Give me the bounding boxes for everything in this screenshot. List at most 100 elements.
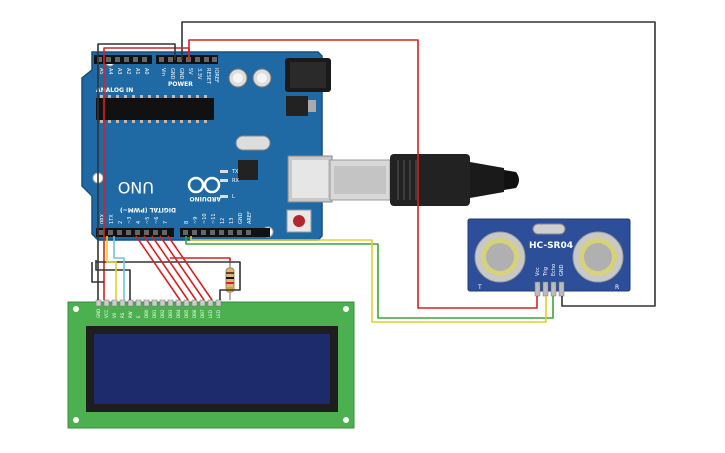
wire-gnd-sensor[interactable] — [181, 21, 656, 307]
lcd-pin-label: DB2 — [160, 309, 165, 318]
power-pin-label: RESET — [205, 68, 211, 85]
digital-pin-label: 8 — [184, 221, 190, 224]
sensor-pin[interactable] — [558, 281, 565, 297]
digital-pin-label: ~5 — [145, 217, 151, 224]
sensor-crystal — [532, 223, 566, 235]
lcd-pin-label: DB1 — [152, 309, 157, 318]
lcd-pin-label: RS — [120, 312, 125, 318]
l-led — [220, 195, 228, 198]
power-pin-label: 5V — [187, 68, 193, 75]
lcd-pin-label: LED — [216, 310, 221, 318]
digital-pin-label: ~11 — [211, 213, 217, 224]
analog-in-label: ANALOG IN — [96, 87, 133, 94]
wire-echo[interactable] — [185, 236, 554, 319]
digital-pin-label: 4 — [136, 221, 142, 224]
lcd-pin-label: LED — [208, 310, 213, 318]
rx-led — [220, 179, 228, 182]
resistor[interactable] — [225, 262, 235, 300]
uno-label: UNO — [118, 178, 154, 197]
sensor-pin-label: Vcc — [535, 267, 541, 276]
wire-gnd-lcd[interactable] — [97, 43, 176, 300]
l-label: L — [232, 194, 235, 200]
digital-pwm-label: DIGITAL (PWM~) — [120, 206, 176, 213]
tx-led — [220, 170, 228, 173]
sensor-pin[interactable] — [534, 281, 541, 297]
power-pin-label: 3.3V — [196, 68, 202, 80]
sensor-pin-label: Echo — [551, 264, 557, 276]
hc-sr04-sensor[interactable]: HC-SR04 T R Vcc Trig Echo GND — [467, 218, 631, 297]
lcd-pin-label: V0 — [112, 312, 117, 318]
wire-gnd-lcd-led[interactable] — [96, 261, 241, 300]
power-pin-label: IOREF — [213, 68, 219, 83]
wire-lcd-rs[interactable] — [113, 236, 125, 300]
wire-trig[interactable] — [190, 236, 547, 323]
arduino-logo: ARDUINO — [187, 176, 221, 202]
lcd-pin-label: DB3 — [168, 309, 173, 318]
usb-cable[interactable] — [329, 154, 519, 206]
lcd-pin-label: GND — [96, 309, 101, 318]
voltage-regulator — [286, 96, 308, 116]
wires — [91, 21, 656, 323]
lcd-pin-label: RW — [128, 311, 133, 318]
power-label: POWER — [168, 81, 193, 88]
digital-header-right — [180, 228, 270, 237]
lcd-pin-label: DB4 — [176, 309, 181, 318]
digital-pin-label: ~6 — [154, 217, 160, 224]
analog-header — [94, 55, 152, 64]
sensor-r-label: R — [615, 284, 619, 291]
sensor-pin[interactable] — [542, 281, 549, 297]
wire-black-loop[interactable] — [91, 262, 104, 283]
power-pin-label: Vin — [160, 68, 166, 76]
lcd-pin-label: DB5 — [184, 309, 189, 318]
digital-pin-label: 13 — [229, 218, 235, 224]
power-pin-label: GND — [178, 68, 184, 80]
wire-5v-sensor[interactable] — [188, 39, 538, 309]
digital-pin-label: ~9 — [193, 217, 199, 224]
wire-lcd-db5[interactable] — [143, 235, 189, 301]
usb-chip — [238, 160, 258, 180]
lcd-pin-label: DB6 — [192, 309, 197, 318]
digital-pin-label: 12 — [220, 218, 226, 224]
digital-pin-label: 2 — [118, 221, 124, 224]
analog-pin-label: A1 — [134, 68, 140, 75]
svg-text:ARDUINO: ARDUINO — [190, 195, 221, 202]
analog-pin-label: A5 — [98, 68, 104, 75]
crystal-oscillator — [235, 135, 271, 151]
wire-5v-lcd[interactable] — [103, 47, 190, 300]
sensor-t-label: T — [477, 284, 482, 291]
digital-pin-label: GND — [238, 212, 244, 224]
wire-lcd-db6[interactable] — [151, 235, 197, 301]
analog-pin-label: A3 — [116, 68, 122, 75]
usb-cable-end — [504, 170, 519, 190]
digital-pin-label: AREF — [247, 211, 253, 224]
power-pin-label: GND — [169, 68, 175, 80]
arduino-uno-board[interactable]: A5 A4 A3 A2 A1 A0 Vin GND GND 5V 3.3V RE… — [81, 51, 333, 241]
wire-lcd-db4[interactable] — [135, 235, 181, 301]
wire-gnd-lcd-rw[interactable] — [95, 260, 131, 300]
wire-resistor[interactable] — [170, 257, 231, 262]
digital-pin-label: 1TX — [109, 214, 115, 224]
sensor-pin[interactable] — [550, 281, 557, 297]
digital-pin-label: ~10 — [202, 213, 208, 224]
wire-lcd-e[interactable] — [106, 236, 117, 300]
usb-cable-strain-relief — [470, 162, 504, 198]
sensor-pin-label: Trig — [543, 267, 549, 277]
lcd-pin-label: VCC — [104, 309, 109, 318]
digital-pin-label: 0RX — [100, 213, 106, 224]
lcd-screen — [94, 334, 330, 404]
digital-pin-label: 7 — [163, 221, 169, 224]
lcd-pin-label: DB0 — [144, 309, 149, 318]
wire-lcd-db7[interactable] — [159, 235, 205, 301]
analog-pin-label: A0 — [143, 68, 149, 75]
usb-plug-body — [390, 154, 470, 206]
wire-lcd-led[interactable] — [167, 235, 213, 301]
sensor-model-label: HC-SR04 — [529, 241, 573, 251]
sensor-pin-label: GND — [559, 264, 565, 276]
rx-label: RX — [232, 178, 239, 184]
atmega-chip — [96, 98, 214, 120]
lcd-16x2-display[interactable]: GND VCC V0 RS RW E DB0 DB1 DB2 DB3 DB4 D… — [67, 299, 355, 429]
analog-pin-label: A2 — [125, 68, 131, 75]
lcd-pin-label: DB7 — [200, 309, 205, 318]
digital-pin-label: ~3 — [127, 217, 133, 224]
